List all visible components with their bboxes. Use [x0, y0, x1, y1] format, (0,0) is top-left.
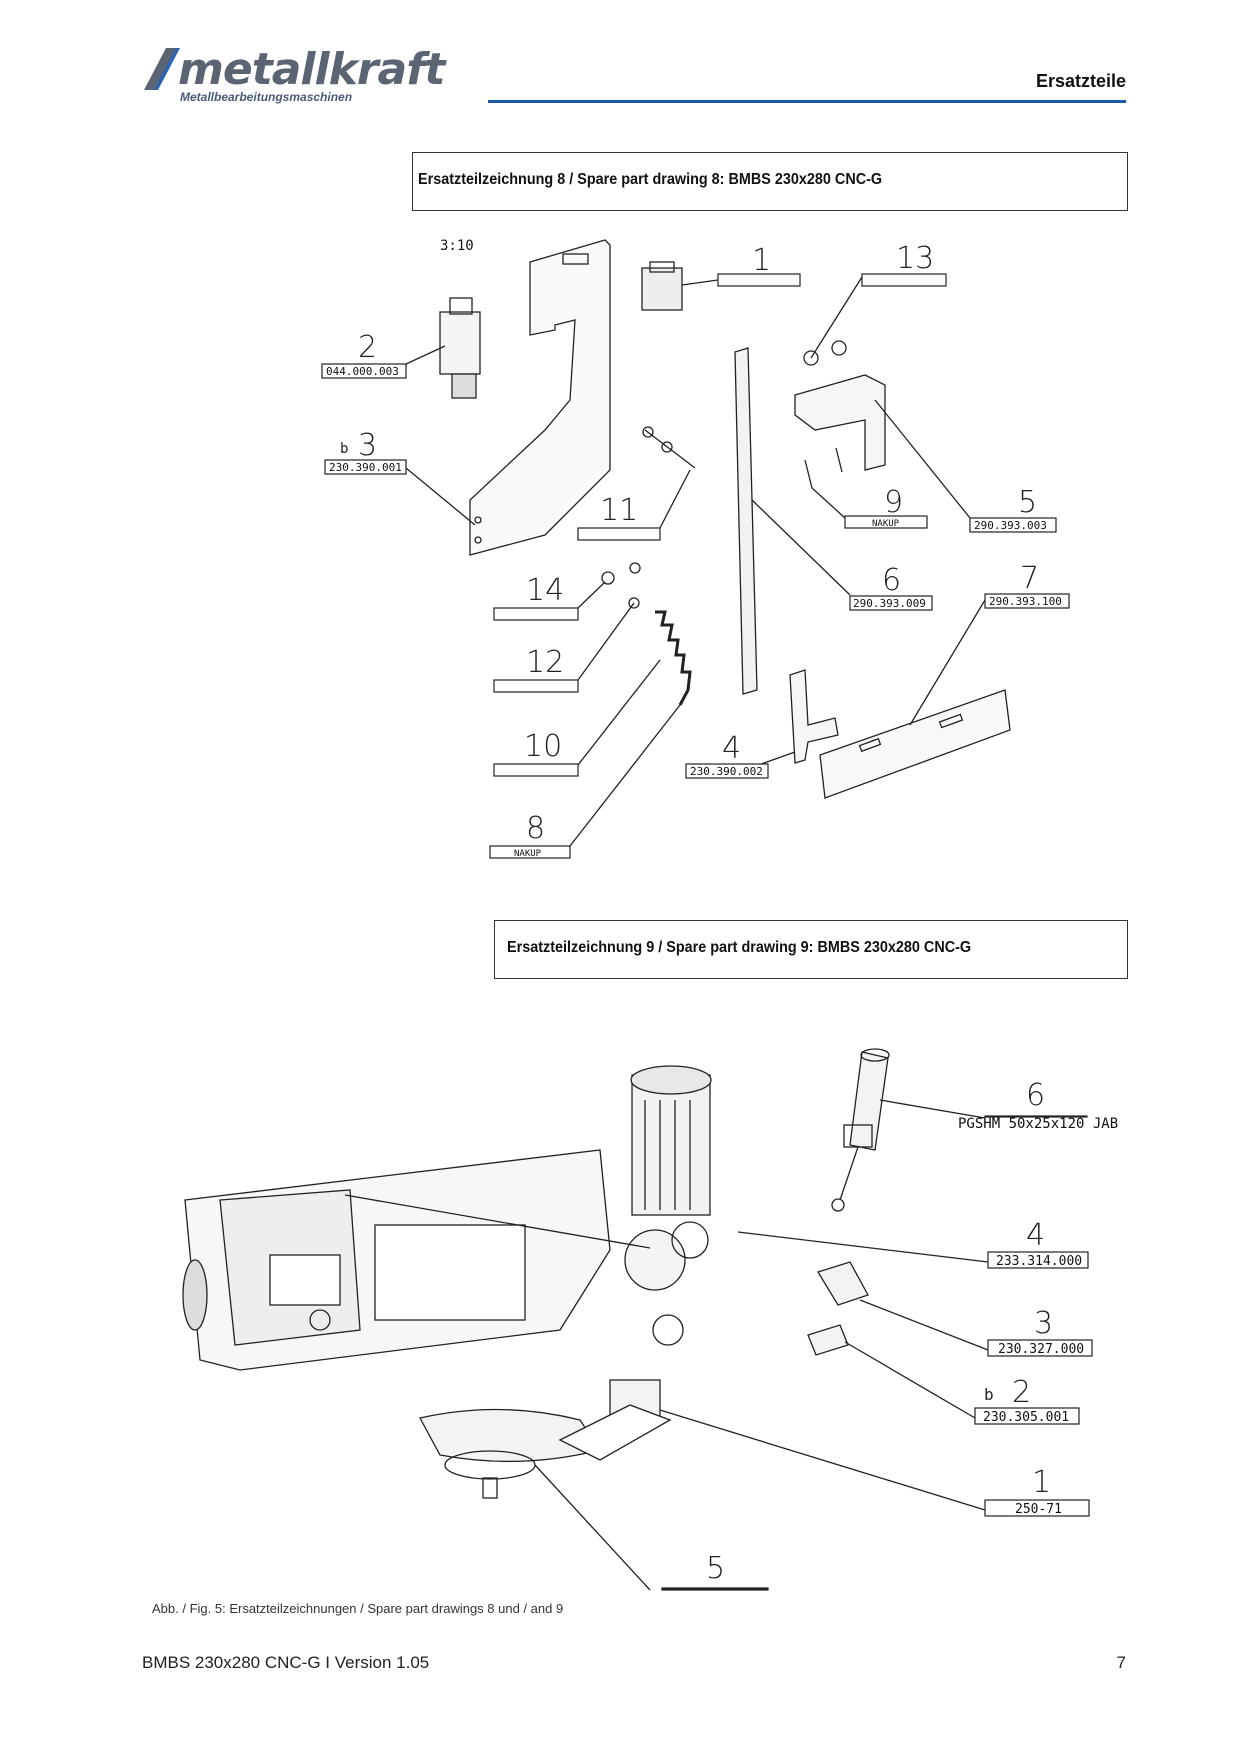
part-13-shape: [803, 340, 847, 366]
part-9-shape: [804, 447, 843, 489]
part-8-code: NAKUP: [514, 849, 542, 859]
part-9-code: NAKUP: [872, 519, 900, 529]
part-7-code: 290.393.100: [989, 595, 1062, 608]
part-4-number: 4: [722, 731, 741, 766]
part-6-code: 290.393.009: [853, 597, 926, 610]
part-2-shape: [807, 1324, 849, 1356]
part-9-number: 9: [884, 485, 903, 520]
d9-part-2-number: 2: [1012, 1375, 1031, 1410]
d9-part-2-mark: b: [984, 1385, 994, 1404]
section-title: Ersatzteile: [1035, 71, 1126, 91]
part-2-code: 044.000.003: [326, 365, 399, 378]
part-1-shape: [641, 261, 683, 311]
part-6-number: 6: [882, 563, 901, 598]
d9-part-4-number: 4: [1026, 1218, 1045, 1253]
part-4-shape: [789, 669, 839, 764]
part-3-number: 3: [358, 428, 377, 463]
part-14-number: 14: [526, 573, 564, 608]
d9-part-1-code: 250-71: [1015, 1502, 1062, 1517]
part-7-shape: [819, 689, 1011, 799]
drawing9-labels: 6 PGSHM 50x25x120 JAB 4 233.314.000 3 23…: [661, 1078, 1118, 1591]
logo-icon: [144, 48, 180, 90]
d9-part-3-number: 3: [1034, 1306, 1053, 1341]
d9-part-5-number: 5: [706, 1551, 725, 1586]
part-12-shape: [628, 597, 640, 609]
part-3-code: 230.390.001: [329, 461, 402, 474]
figure-caption: Abb. / Fig. 5: Ersatzteilzeichnungen / S…: [152, 1601, 564, 1616]
part-1-number: 1: [752, 243, 771, 278]
drawing9-title: Ersatzteilzeichnung 9 / Spare part drawi…: [507, 939, 972, 956]
part-2-number: 2: [358, 330, 377, 365]
part-10-number: 10: [524, 729, 562, 764]
scale-label: 3:10: [440, 238, 474, 254]
drawing9-title-box: Ersatzteilzeichnung 9 / Spare part drawi…: [494, 920, 1128, 979]
drawing8-title: Ersatzteilzeichnung 8 / Spare part drawi…: [418, 171, 883, 188]
part-4-code: 230.390.002: [690, 765, 763, 778]
motor-shape: [624, 1065, 712, 1346]
machine-frame-shape: [182, 1149, 611, 1371]
logo-text: metallkraft: [178, 44, 445, 95]
footer-document-version: BMBS 230x280 CNC-G I Version 1.05: [142, 1653, 430, 1672]
part-11-shape: [642, 426, 696, 469]
part-14-shape: [601, 571, 615, 585]
cylinder-shape: [831, 1048, 890, 1212]
d9-part-2-code: 230.305.001: [983, 1410, 1069, 1425]
header-rule: [488, 100, 1126, 103]
part-3-shape: [469, 239, 611, 556]
footer-page-number: 7: [1116, 1653, 1126, 1672]
part-11-number: 11: [600, 493, 638, 528]
part-12-number: 12: [526, 645, 564, 680]
part-6-shape: [734, 347, 758, 695]
d9-part-6-code: PGSHM 50x25x120 JAB: [958, 1116, 1118, 1132]
part-3-mark: b: [340, 441, 348, 457]
part-13-number: 13: [896, 241, 934, 276]
drawing9-figure: 6 PGSHM 50x25x120 JAB 4 233.314.000 3 23…: [182, 1048, 1118, 1591]
d9-part-1-number: 1: [1032, 1465, 1051, 1500]
drawing8-title-box: Ersatzteilzeichnung 8 / Spare part drawi…: [412, 152, 1128, 211]
part-5-shape: [794, 374, 886, 471]
drawing8-figure: 3:10: [321, 238, 1070, 859]
drawing8-labels: 2 044.000.003 b 3 230.390.001 11 14 12 1…: [321, 241, 1070, 859]
part-7-number: 7: [1020, 561, 1039, 596]
part-5-number: 5: [1018, 485, 1037, 520]
d9-part-3-code: 230.327.000: [998, 1342, 1084, 1357]
part-3-shape: [817, 1261, 869, 1306]
lower-unit-shape: [419, 1379, 672, 1499]
logo-subtitle: Metallbearbeitungsmaschinen: [180, 90, 353, 104]
part-10-shape: [655, 610, 692, 706]
d9-part-4-code: 233.314.000: [996, 1254, 1082, 1269]
part-2-shape: [439, 297, 481, 399]
part-5-code: 290.393.003: [974, 519, 1047, 532]
part-8-number: 8: [526, 811, 545, 846]
d9-part-6-number: 6: [1026, 1078, 1045, 1113]
